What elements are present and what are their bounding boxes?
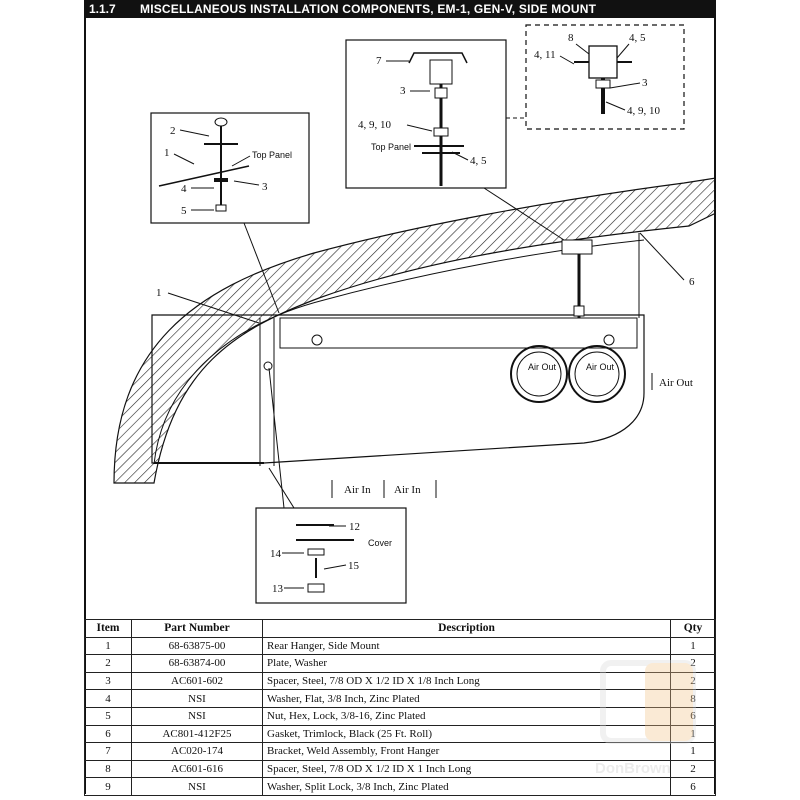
roof-panel (113, 177, 716, 484)
d1-callout-1: 1 (164, 147, 170, 159)
air-out-duct-left (510, 345, 568, 403)
cell-description: Nut, Hex, Lock, 3/8-16, Zinc Plated (262, 706, 671, 726)
col-qty: Qty (670, 619, 716, 638)
air-out-label-2: Air Out (586, 362, 615, 372)
cell-item: 8 (84, 759, 132, 779)
d3-callout-4-5: 4, 5 (629, 32, 646, 44)
cell-item: 9 (84, 777, 132, 796)
table-header-row: Item Part Number Description Qty (84, 619, 716, 638)
col-item: Item (84, 619, 132, 638)
cell-description: Spacer, Steel, 7/8 OD X 1/2 ID X 1/8 Inc… (262, 671, 671, 691)
callout-6-main: 6 (689, 276, 695, 288)
air-out-side-label: Air Out (659, 377, 693, 389)
d3-callout-4-9-10: 4, 9, 10 (627, 105, 661, 117)
d1-callout-5: 5 (181, 205, 187, 217)
section-title: MISCELLANEOUS INSTALLATION COMPONENTS, E… (140, 2, 597, 16)
d2-top-panel-label: Top Panel (371, 142, 411, 152)
col-part-number: Part Number (131, 619, 263, 638)
cell-part-number: NSI (131, 706, 263, 726)
d4-cover-label: Cover (368, 538, 392, 548)
d4-callout-12: 12 (349, 521, 360, 533)
cell-part-number: AC020-174 (131, 742, 263, 761)
air-in-label-2: Air In (394, 484, 421, 496)
cell-item: 2 (84, 654, 132, 673)
cell-part-number: AC601-602 (131, 671, 263, 691)
air-out-duct-right (568, 345, 626, 403)
callout-1-main: 1 (156, 287, 162, 299)
cell-qty: 2 (670, 759, 716, 779)
d2-callout-3: 3 (400, 85, 406, 97)
section-number: 1.1.7 (89, 2, 116, 16)
d3-callout-8: 8 (568, 32, 574, 44)
cell-qty: 1 (670, 636, 716, 656)
air-in-label-1: Air In (344, 484, 371, 496)
detail-top-panel (150, 112, 310, 224)
d1-top-panel-label: Top Panel (252, 150, 292, 160)
watermark-logo: DonBrown (595, 660, 696, 777)
d4-callout-14: 14 (270, 548, 282, 560)
d2-callout-4-5: 4, 5 (470, 155, 487, 167)
cell-item: 3 (84, 671, 132, 691)
d1-callout-2: 2 (170, 125, 176, 137)
page-frame (84, 18, 716, 794)
d3-callout-3: 3 (642, 77, 648, 89)
cell-part-number: 68-63874-00 (131, 654, 263, 673)
cell-part-number: NSI (131, 777, 263, 796)
cell-part-number: AC601-616 (131, 759, 263, 779)
d1-callout-4: 4 (181, 183, 187, 195)
cell-part-number: AC801-412F25 (131, 724, 263, 744)
cell-description: Washer, Flat, 3/8 Inch, Zinc Plated (262, 689, 671, 708)
detail-front-hanger (345, 39, 507, 189)
cell-qty: 6 (670, 777, 716, 796)
watermark-text: DonBrown (595, 760, 671, 777)
d2-callout-4-9-10: 4, 9, 10 (358, 119, 392, 131)
cell-description: Washer, Split Lock, 3/8 Inch, Zinc Plate… (262, 777, 671, 796)
col-description: Description (262, 619, 671, 638)
trim-gasket (153, 239, 645, 465)
cell-item: 4 (84, 689, 132, 708)
cell-description: Bracket, Weld Assembly, Front Hanger (262, 742, 671, 761)
d4-callout-13: 13 (272, 583, 284, 595)
cell-description: Spacer, Steel, 7/8 OD X 1/2 ID X 1 Inch … (262, 759, 671, 779)
cell-item: 5 (84, 706, 132, 726)
d4-callout-15: 15 (348, 560, 360, 572)
cell-item: 1 (84, 636, 132, 656)
cell-item: 7 (84, 742, 132, 761)
unit-housing (151, 314, 645, 464)
section-header: 1.1.7 MISCELLANEOUS INSTALLATION COMPONE… (84, 0, 716, 18)
installation-diagram: Air Out Air Out Air Out Air In Air In 1 … (113, 24, 716, 604)
detail-cover-fastener (255, 507, 407, 604)
cell-part-number: 68-63875-00 (131, 636, 263, 656)
air-out-label-1: Air Out (528, 362, 557, 372)
d1-callout-3: 3 (262, 181, 268, 193)
cell-part-number: NSI (131, 689, 263, 708)
d3-callout-4-11: 4, 11 (534, 49, 556, 61)
cell-description: Rear Hanger, Side Mount (262, 636, 671, 656)
d2-callout-7: 7 (376, 55, 382, 67)
cell-item: 6 (84, 724, 132, 744)
